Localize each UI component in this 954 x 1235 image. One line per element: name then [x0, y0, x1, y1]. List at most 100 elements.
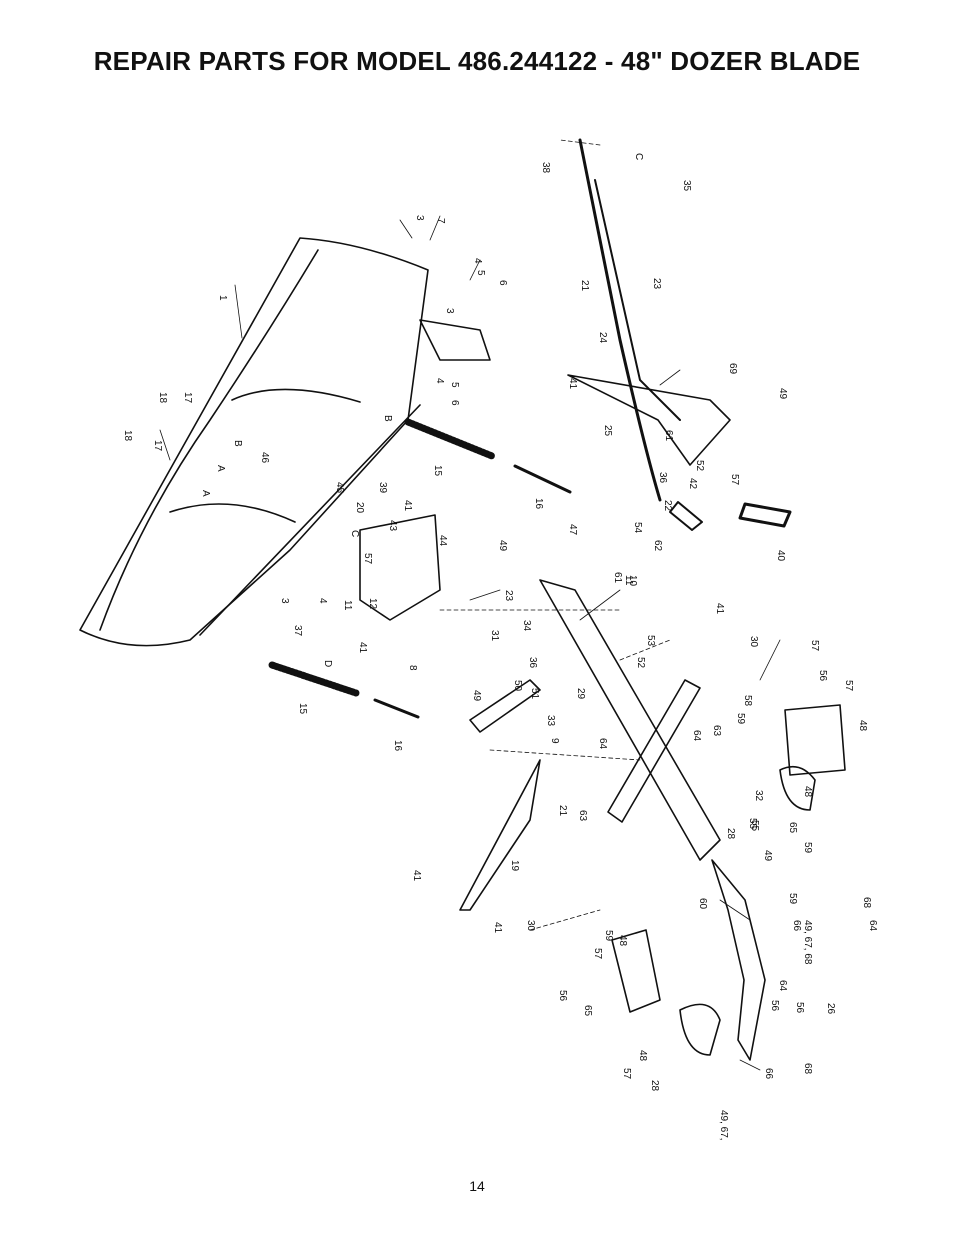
part-callout: 56 [817, 670, 828, 682]
part-callout: 3 [279, 598, 290, 604]
part-callout: 64 [867, 920, 878, 932]
part-callout: 64 [777, 980, 788, 992]
page-title: REPAIR PARTS FOR MODEL 486.244122 - 48" … [93, 46, 861, 76]
bolt-16-lower [373, 698, 420, 719]
spring-upper [404, 418, 496, 460]
blade-brace-lower [169, 503, 296, 523]
page-number: 14 [469, 1178, 485, 1194]
part-callout: 60 [697, 898, 708, 910]
part-callout: 4 [472, 258, 483, 264]
part-callout: 59 [787, 893, 798, 905]
part-callout: 49, 67, 68 [718, 1110, 729, 1140]
pivot-plate-left [611, 929, 661, 1013]
part-callout: 63 [577, 810, 588, 822]
lift-rod [578, 138, 662, 502]
handle-grip [738, 502, 792, 528]
part-callout: 59 [735, 713, 746, 725]
part-callout: 53 [645, 635, 656, 647]
part-callout: 63 [711, 725, 722, 737]
part-callout: 48 [617, 935, 628, 947]
part-callout: 49 [762, 850, 773, 862]
pivot-plate-28b [779, 765, 816, 811]
part-callout: 57 [592, 948, 603, 960]
part-callout: 34 [521, 620, 532, 632]
part-callout: 46 [259, 452, 270, 464]
part-callout: 68 [861, 897, 872, 909]
part-callout: 30 [525, 920, 536, 932]
part-callout: 16 [533, 498, 544, 510]
part-callout: 61 [612, 572, 623, 584]
part-callout: A [200, 490, 211, 497]
leader-lines [159, 215, 781, 1071]
main-frame [539, 579, 721, 861]
part-callout: 66 [791, 920, 802, 932]
part-callout: C [633, 153, 644, 160]
part-callout: 31 [489, 630, 500, 642]
part-callout: 49 [471, 690, 482, 702]
part-callout: 62 [652, 540, 663, 552]
part-callout: 5 [449, 382, 460, 388]
part-callout: 57 [362, 553, 373, 565]
part-callout: 6 [497, 280, 508, 286]
part-callout: 48 [637, 1050, 648, 1062]
part-callout: 61 [663, 430, 674, 442]
part-callout: 22 [662, 500, 673, 512]
part-callout: 52 [635, 657, 646, 669]
part-callout: 1 [217, 295, 228, 301]
part-callout: 26 [825, 1003, 836, 1015]
part-callout: 24 [597, 332, 608, 344]
part-callout: 4 [434, 378, 445, 384]
part-callout: 12 [367, 598, 378, 610]
part-callout: 21 [557, 805, 568, 817]
part-callout: 41 [492, 922, 503, 934]
part-callout: 41 [411, 870, 422, 882]
blade-brace-upper [231, 388, 361, 403]
part-callout: 25 [602, 425, 613, 437]
part-callout: 17 [152, 440, 163, 452]
part-callout: 55 [747, 818, 758, 830]
part-callout: 28 [725, 828, 736, 840]
part-callout: 17 [182, 392, 193, 404]
part-callout: A [215, 465, 226, 472]
part-callout: 10 [627, 575, 638, 587]
part-callout: 21 [579, 280, 590, 292]
part-callout: 5 [475, 270, 486, 276]
part-callout: 23 [651, 278, 662, 290]
part-callout: 11 [342, 600, 353, 611]
part-callout: D [322, 660, 333, 667]
blade-lower-edge [199, 404, 421, 636]
part-callout: 4 [317, 598, 328, 604]
push-tube [607, 679, 701, 823]
part-callout: 64 [597, 738, 608, 750]
part-callout: 49 [497, 540, 508, 552]
part-callout: 59 [802, 842, 813, 854]
part-callout: 7 [435, 218, 446, 224]
part-callout: 15 [297, 703, 308, 715]
part-callout: 48 [857, 720, 868, 732]
part-callout: 56 [769, 1000, 780, 1012]
part-callout: 18 [157, 392, 168, 404]
part-callout: 20 [354, 502, 365, 514]
part-callout: 3 [414, 215, 425, 221]
part-callout: 57 [621, 1068, 632, 1080]
blade-curve-edge [99, 249, 319, 631]
part-callout: 30 [748, 636, 759, 648]
part-callout: 36 [657, 472, 668, 484]
part-callout: 23 [503, 590, 514, 602]
pivot-plate-32 [784, 704, 846, 776]
lower-rod-26 [711, 859, 766, 1061]
part-callout: 11 [623, 575, 634, 586]
part-callout: 32 [753, 790, 764, 802]
part-callout: 49 [777, 388, 788, 400]
part-callout: 38 [540, 162, 551, 174]
part-callout: 29 [575, 688, 586, 700]
blade-bracket-top [419, 319, 491, 361]
part-callout: 57 [729, 474, 740, 486]
part-callout: 28 [649, 1080, 660, 1092]
part-callout: 6 [449, 400, 460, 406]
part-callout: 56 [557, 990, 568, 1002]
part-callout: 49, 67, 68 [802, 920, 813, 965]
part-callout: 18 [122, 430, 133, 442]
